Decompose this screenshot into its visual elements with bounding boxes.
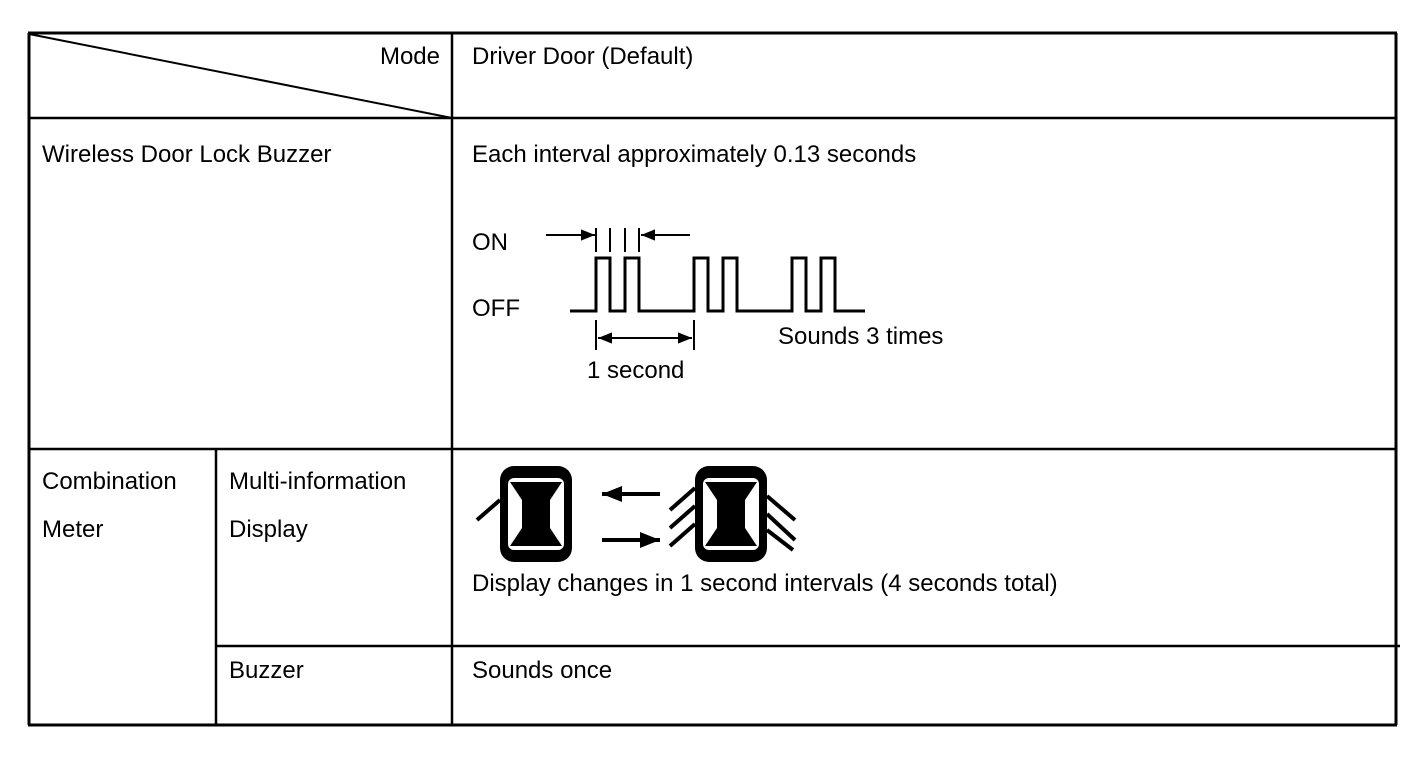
buzzer-label: Buzzer (229, 657, 304, 684)
buzzer-description: Sounds once (472, 657, 613, 684)
mid-label-line1: Multi-information (229, 468, 407, 495)
mode-header-label: Mode (379, 43, 440, 70)
sounds-times-label: Sounds 3 times (778, 323, 944, 350)
on-label: ON (472, 229, 508, 256)
mid-label-line2: Display (229, 516, 308, 543)
mode-value: Driver Door (Default) (472, 43, 694, 70)
car-icon-open (668, 466, 797, 562)
off-label: OFF (472, 295, 520, 322)
combination-label-line2: Meter (42, 516, 104, 543)
car-icon-closed (475, 466, 572, 562)
wireless-row-description: Each interval approximately 0.13 seconds (472, 141, 917, 168)
combination-label-line1: Combination (42, 468, 177, 495)
pulse-waveform (570, 256, 865, 313)
one-second-label: 1 second (587, 357, 685, 384)
mid-description: Display changes in 1 second intervals (4… (472, 570, 1058, 597)
wireless-row-label: Wireless Door Lock Buzzer (42, 141, 332, 168)
